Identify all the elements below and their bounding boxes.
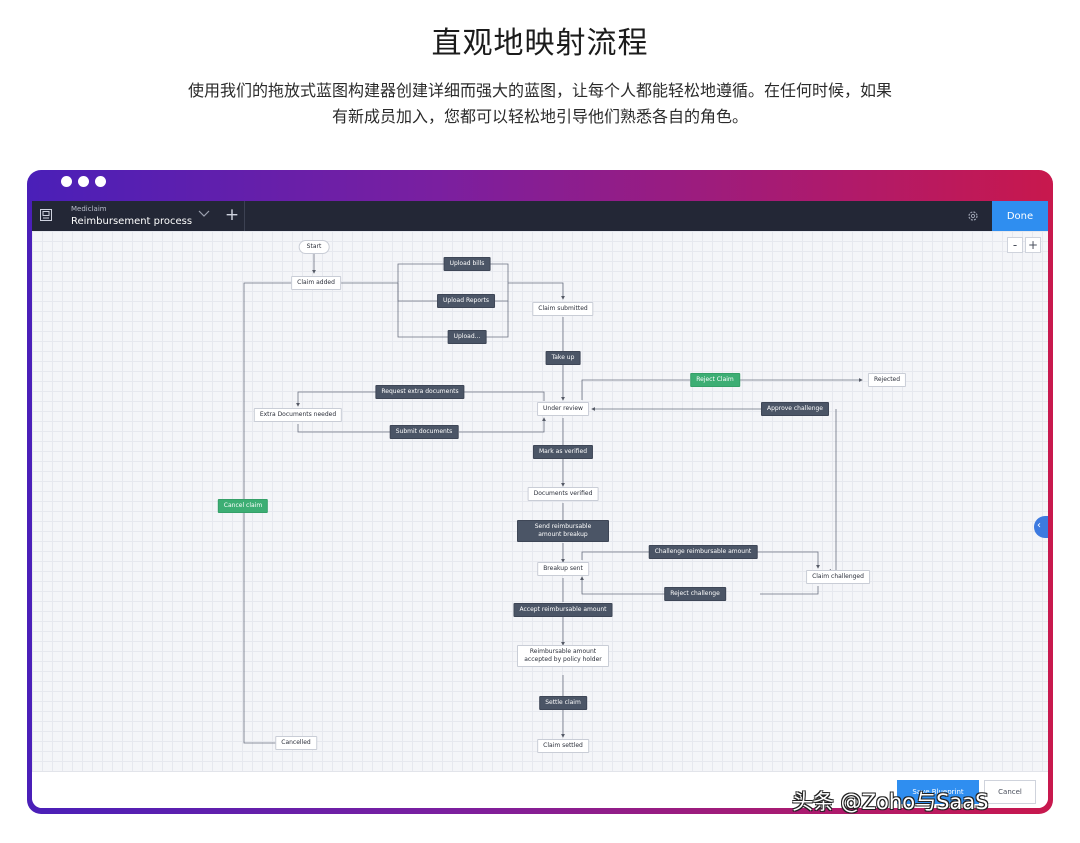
- window-dot-icon[interactable]: [78, 176, 89, 187]
- state-claim-challenged[interactable]: Claim challenged: [806, 570, 870, 584]
- app-footer: Save Blueprint Cancel: [32, 771, 1048, 808]
- state-claim-added[interactable]: Claim added: [291, 276, 341, 290]
- zoom-out-button[interactable]: -: [1007, 237, 1023, 253]
- side-panel-toggle[interactable]: ‹: [1034, 516, 1048, 538]
- transition-upload-other[interactable]: Upload...: [447, 330, 487, 344]
- transition-approve-challenge[interactable]: Approve challenge: [761, 402, 829, 416]
- transition-cancel-claim[interactable]: Cancel claim: [217, 499, 269, 513]
- state-amount-accepted[interactable]: Reimbursable amount accepted by policy h…: [517, 645, 609, 667]
- state-cancelled[interactable]: Cancelled: [275, 736, 317, 750]
- chevron-left-icon: ‹: [1037, 520, 1041, 531]
- transition-challenge-amount[interactable]: Challenge reimbursable amount: [648, 545, 758, 559]
- state-breakup-sent[interactable]: Breakup sent: [537, 562, 589, 576]
- process-name[interactable]: Reimbursement process: [71, 216, 193, 227]
- blueprint-icon[interactable]: [40, 209, 52, 221]
- page-title: 直观地映射流程: [431, 26, 649, 61]
- module-name: Mediclaim: [71, 205, 107, 213]
- transition-upload-bills[interactable]: Upload bills: [443, 257, 491, 271]
- chevron-down-icon[interactable]: [198, 209, 210, 219]
- transition-take-up[interactable]: Take up: [545, 351, 581, 365]
- transition-send-breakup[interactable]: Send reimbursable amount breakup: [517, 520, 609, 542]
- window-dot-icon[interactable]: [95, 176, 106, 187]
- subtitle-line-2: 有新成员加入，您都可以轻松地引导他们熟悉各自的角色。: [331, 107, 748, 126]
- transition-request-documents[interactable]: Request extra documents: [375, 385, 465, 399]
- blueprint-app: Mediclaim Reimbursement process + Done: [32, 201, 1048, 808]
- watermark: 头条 @Zoho与SaaS: [792, 790, 989, 814]
- page-subtitle: 使用我们的拖放式蓝图构建器创建详细而强大的蓝图，让每个人都能轻松地遵循。在任何时…: [120, 78, 960, 130]
- transition-reject-claim[interactable]: Reject Claim: [690, 373, 740, 387]
- subtitle-line-1: 使用我们的拖放式蓝图构建器创建详细而强大的蓝图，让每个人都能轻松地遵循。在任何时…: [187, 81, 892, 100]
- add-process-button[interactable]: +: [224, 205, 240, 225]
- state-rejected[interactable]: Rejected: [867, 373, 907, 387]
- state-documents-verified[interactable]: Documents verified: [527, 487, 599, 501]
- blueprint-canvas[interactable]: Start Claim added Claim submitted Reject…: [32, 231, 1048, 771]
- flow-connectors: [243, 252, 863, 745]
- done-button[interactable]: Done: [992, 201, 1048, 231]
- gear-icon[interactable]: [967, 210, 979, 222]
- transition-mark-verified[interactable]: Mark as verified: [532, 445, 594, 459]
- transition-accept-amount[interactable]: Accept reimbursable amount: [513, 603, 613, 617]
- window-dot-icon[interactable]: [61, 176, 72, 187]
- toolbar-divider: [244, 201, 245, 231]
- zoom-in-button[interactable]: +: [1025, 237, 1041, 253]
- transition-settle-claim[interactable]: Settle claim: [539, 696, 587, 710]
- window-controls: [61, 176, 106, 187]
- app-toolbar: Mediclaim Reimbursement process + Done: [32, 201, 1048, 231]
- state-extra-documents[interactable]: Extra Documents needed: [253, 408, 343, 422]
- browser-window-frame: Mediclaim Reimbursement process + Done: [27, 170, 1053, 814]
- transition-upload-reports[interactable]: Upload Reports: [437, 294, 495, 308]
- save-blueprint-button[interactable]: Save Blueprint: [897, 780, 979, 804]
- transition-reject-challenge[interactable]: Reject challenge: [664, 587, 726, 601]
- cancel-button[interactable]: Cancel: [984, 780, 1036, 804]
- state-start[interactable]: Start: [298, 240, 330, 254]
- state-under-review[interactable]: Under review: [537, 402, 589, 416]
- transition-submit-documents[interactable]: Submit documents: [389, 425, 459, 439]
- state-claim-submitted[interactable]: Claim submitted: [532, 302, 594, 316]
- state-claim-settled[interactable]: Claim settled: [537, 739, 589, 753]
